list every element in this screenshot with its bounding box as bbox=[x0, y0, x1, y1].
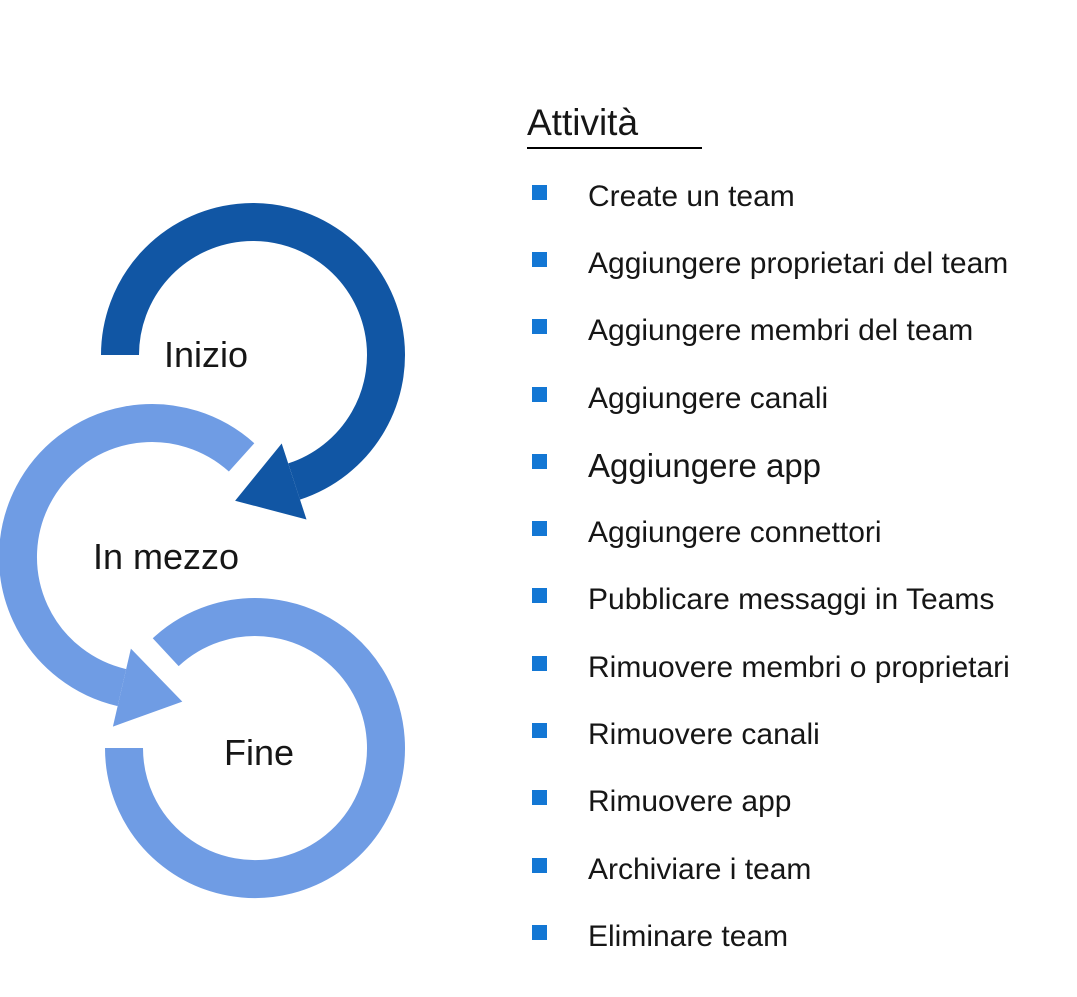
bullet-square-icon bbox=[532, 723, 547, 739]
list-item: Rimuovere canali bbox=[527, 701, 1067, 768]
process-cycle-diagram: Inizio In mezzo Fine bbox=[0, 195, 460, 935]
bullet-square-icon bbox=[532, 924, 547, 940]
inizio-arrowhead-icon bbox=[235, 443, 307, 520]
list-item: Rimuovere app bbox=[527, 769, 1067, 836]
activities-title: Attività bbox=[527, 104, 703, 149]
fine-ring-arc bbox=[105, 598, 405, 899]
list-item-label: Rimuovere app bbox=[588, 785, 792, 819]
bullet-square-icon bbox=[532, 251, 547, 267]
bullet-square-icon bbox=[532, 588, 547, 604]
list-item: Aggiungere proprietari del team bbox=[527, 230, 1067, 297]
bullet-square-icon bbox=[532, 453, 547, 469]
bullet-square-icon bbox=[532, 655, 547, 671]
step-label-fine: Fine bbox=[223, 732, 295, 774]
step-label-in-mezzo: In mezzo bbox=[92, 536, 240, 578]
bullet-square-icon bbox=[532, 386, 547, 402]
list-item-label: Aggiungere membri del team bbox=[588, 314, 974, 348]
in-mezzo-arrowhead-icon bbox=[112, 648, 183, 727]
list-item-label: Aggiungere proprietari del team bbox=[588, 246, 1009, 280]
bullet-square-icon bbox=[532, 184, 547, 200]
list-item: Aggiungere app bbox=[527, 432, 1067, 499]
list-item: Aggiungere membri del team bbox=[527, 298, 1067, 365]
list-item-label: Create un team bbox=[588, 179, 795, 213]
list-item-label: Pubblicare messaggi in Teams bbox=[588, 583, 995, 617]
list-item-label: Eliminare team bbox=[588, 919, 789, 953]
bullet-square-icon bbox=[532, 790, 547, 806]
list-item: Rimuovere membri o proprietari bbox=[527, 634, 1067, 701]
list-item: Aggiungere canali bbox=[527, 365, 1067, 432]
in-mezzo-ring-arc bbox=[0, 404, 255, 707]
list-item-label: Rimuovere membri o proprietari bbox=[588, 650, 1010, 684]
list-item: Eliminare team bbox=[527, 903, 1067, 970]
list-item: Aggiungere connettori bbox=[527, 499, 1067, 566]
step-label-inizio: Inizio bbox=[163, 334, 249, 376]
list-item: Create un team bbox=[527, 163, 1067, 230]
bullet-square-icon bbox=[532, 521, 547, 537]
cycle-arrows-graphic bbox=[0, 203, 405, 899]
list-item-label: Aggiungere canali bbox=[588, 381, 829, 415]
list-item-label: Aggiungere app bbox=[588, 446, 822, 484]
bullet-square-icon bbox=[532, 857, 547, 873]
inizio-ring-arc bbox=[101, 203, 405, 500]
bullet-square-icon bbox=[532, 319, 547, 335]
list-item-label: Aggiungere connettori bbox=[588, 516, 882, 550]
list-item-label: Rimuovere canali bbox=[588, 718, 820, 752]
list-item-label: Archiviare i team bbox=[588, 852, 812, 886]
list-item: Archiviare i team bbox=[527, 836, 1067, 903]
list-item: Pubblicare messaggi in Teams bbox=[527, 567, 1067, 634]
